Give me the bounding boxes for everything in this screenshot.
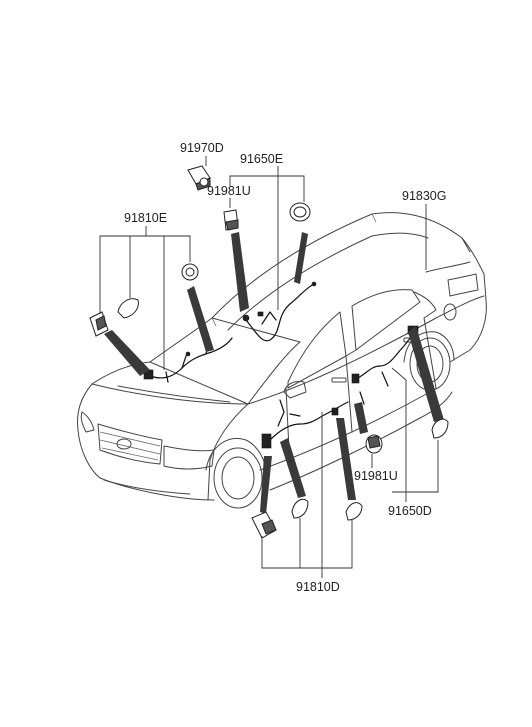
wiring-harnesses xyxy=(143,281,419,449)
part-91981U-bottom-grommet xyxy=(365,434,383,454)
roof-harness xyxy=(245,283,315,342)
label-91981U-bottom: 91981U xyxy=(354,469,398,483)
pointer-arrows xyxy=(104,232,444,514)
leader-lines xyxy=(99,156,439,578)
part-91810D-grommet xyxy=(345,502,363,521)
front-harness xyxy=(149,337,233,379)
label-91981U-top: 91981U xyxy=(207,184,251,198)
part-91650D-grommet xyxy=(431,418,449,439)
part-91810E-clip xyxy=(117,298,139,319)
label-91650D: 91650D xyxy=(388,504,432,518)
label-91810D: 91810D xyxy=(296,580,340,594)
rear-door-harness xyxy=(357,327,419,379)
part-91970D-connector xyxy=(187,165,211,191)
label-91830G: 91830G xyxy=(402,189,446,203)
part-91810D-boot xyxy=(291,498,309,519)
label-91650E: 91650E xyxy=(240,152,283,166)
labels: 91970D 91650E 91981U 91830G 91810E 91981… xyxy=(124,141,446,594)
part-91650E-grommet xyxy=(289,202,311,222)
label-91970D: 91970D xyxy=(180,141,224,155)
part-91810E-grommet xyxy=(181,263,199,281)
car-outline xyxy=(77,212,487,509)
label-91810E: 91810E xyxy=(124,211,167,225)
parts xyxy=(89,165,449,539)
part-91810D-connector xyxy=(251,511,277,539)
part-91981U-top-grommet xyxy=(223,209,239,231)
part-91810E-connector xyxy=(89,311,109,337)
